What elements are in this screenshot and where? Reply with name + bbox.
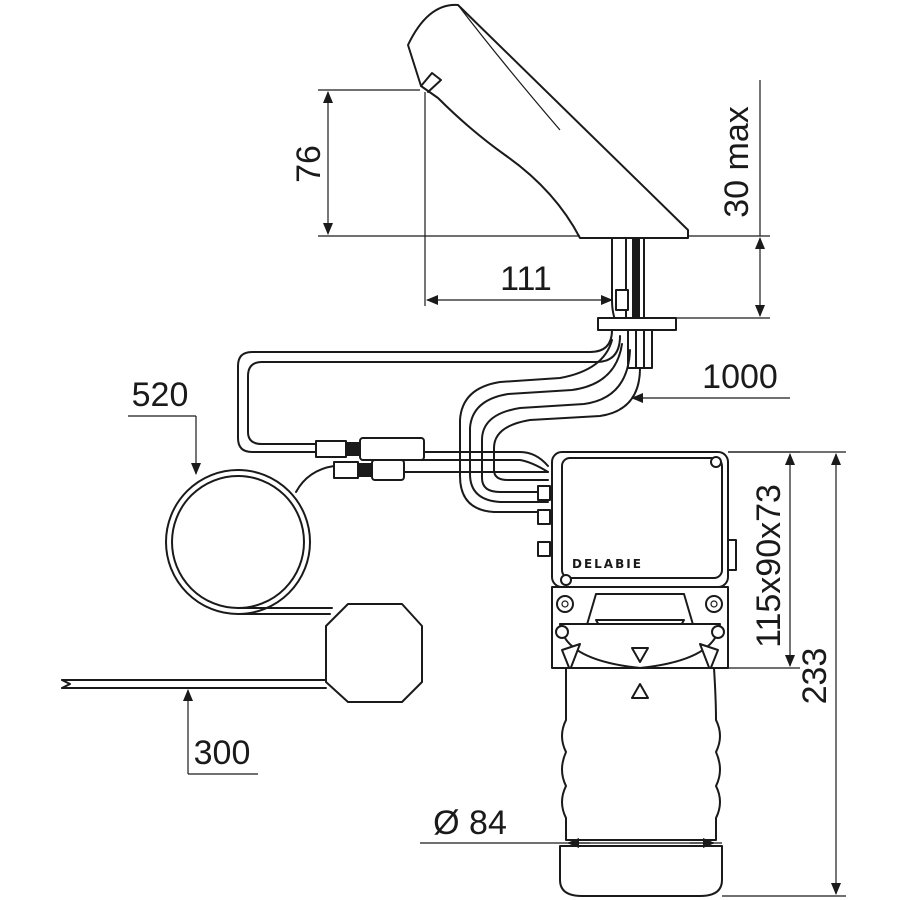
brand-label: DELABIE xyxy=(572,557,643,571)
dim-spout-height: 76 xyxy=(290,145,328,183)
faucet-spout xyxy=(407,3,689,239)
dim-box-size: 115x90x73 xyxy=(750,484,788,648)
dimension-lines xyxy=(128,80,846,897)
valve-body xyxy=(551,586,729,671)
dim-power-cable: 300 xyxy=(194,734,251,772)
filter-canister xyxy=(559,667,723,897)
sensor-cable-coil xyxy=(165,465,335,615)
dim-diameter: Ø 84 xyxy=(433,804,507,842)
solenoid-box: DELABIE xyxy=(537,451,737,588)
dim-hose-length: 1000 xyxy=(702,358,778,396)
hoses xyxy=(237,329,641,513)
dim-sensor-cable: 520 xyxy=(132,376,189,414)
dim-total-height: 233 xyxy=(796,648,834,705)
dim-deck-thickness: 30 max xyxy=(718,106,756,218)
power-module xyxy=(61,603,423,703)
plug-connectors xyxy=(315,437,425,481)
dim-spout-reach: 111 xyxy=(500,260,552,298)
